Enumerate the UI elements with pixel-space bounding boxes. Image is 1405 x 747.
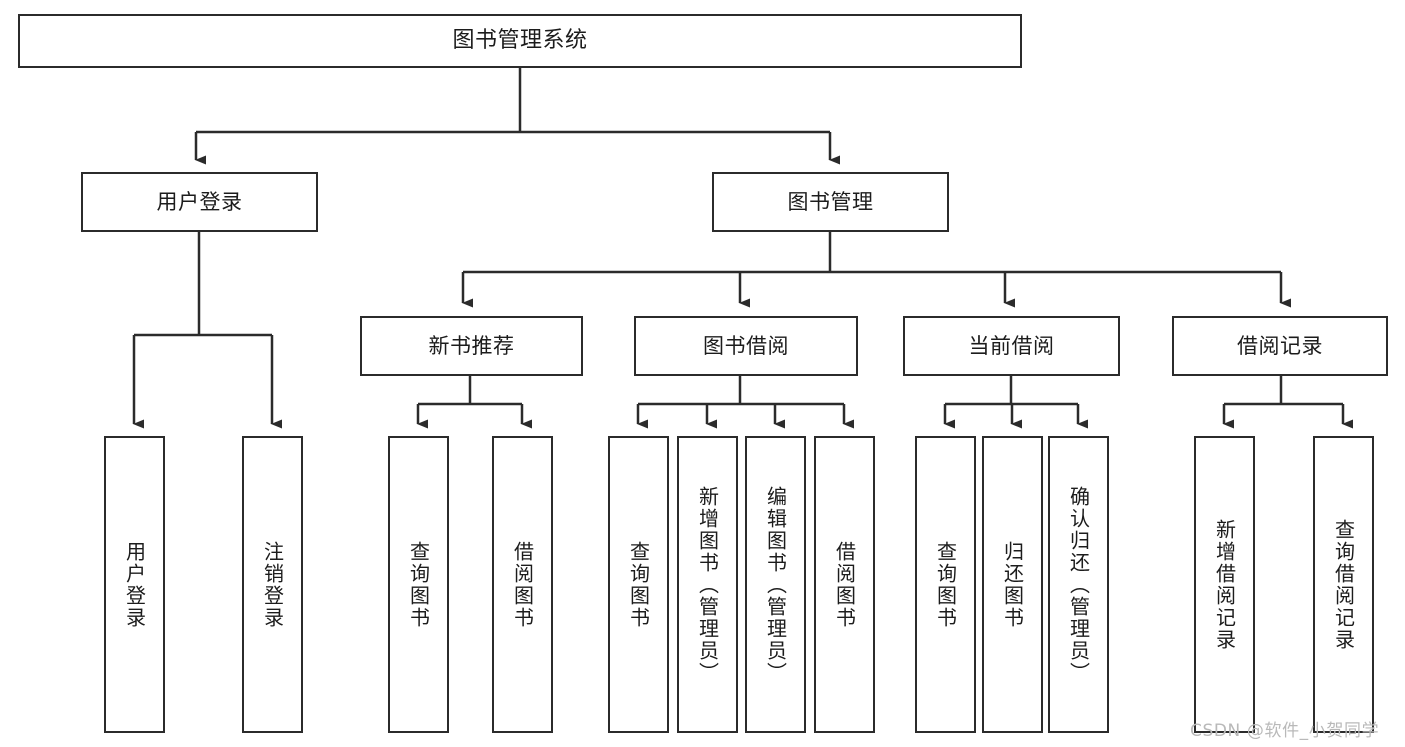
node-book-borrow[interactable]: 图书借阅 xyxy=(634,316,858,376)
node-label: 新增借阅记录 xyxy=(1212,518,1237,651)
node-label: 图书管理 xyxy=(787,189,874,214)
node-label: 确认归还（管理员） xyxy=(1066,485,1091,684)
node-label: 新书推荐 xyxy=(428,333,515,358)
node-root-system[interactable]: 图书管理系统 xyxy=(18,14,1022,68)
node-leaf-add-book-admin[interactable]: 新增图书（管理员） xyxy=(677,436,738,733)
node-label: 借阅图书 xyxy=(832,540,857,629)
node-label: 归还图书 xyxy=(1000,540,1025,629)
node-leaf-edit-book-admin[interactable]: 编辑图书（管理员） xyxy=(745,436,806,733)
node-label: 图书管理系统 xyxy=(452,28,588,54)
node-book-management[interactable]: 图书管理 xyxy=(712,172,949,232)
node-leaf-borrow-book-recommend[interactable]: 借阅图书 xyxy=(492,436,553,733)
node-label: 查询图书 xyxy=(406,540,431,629)
node-label: 当前借阅 xyxy=(968,333,1055,358)
node-new-book-recommend[interactable]: 新书推荐 xyxy=(360,316,583,376)
watermark-text: CSDN @软件_小贺同学 xyxy=(1190,721,1380,741)
node-leaf-return-book[interactable]: 归还图书 xyxy=(982,436,1043,733)
node-leaf-logout[interactable]: 注销登录 xyxy=(242,436,303,733)
node-leaf-borrow-book[interactable]: 借阅图书 xyxy=(814,436,875,733)
node-leaf-query-borrow-record[interactable]: 查询借阅记录 xyxy=(1313,436,1374,733)
node-user-login[interactable]: 用户登录 xyxy=(81,172,318,232)
node-leaf-add-borrow-record[interactable]: 新增借阅记录 xyxy=(1194,436,1255,733)
node-label: 图书借阅 xyxy=(703,333,789,358)
node-label: 新增图书（管理员） xyxy=(695,485,720,684)
node-leaf-query-book-current[interactable]: 查询图书 xyxy=(915,436,976,733)
node-label: 借阅记录 xyxy=(1237,333,1323,358)
node-borrow-record[interactable]: 借阅记录 xyxy=(1172,316,1388,376)
node-label: 查询图书 xyxy=(626,540,651,629)
node-leaf-confirm-return-admin[interactable]: 确认归还（管理员） xyxy=(1048,436,1109,733)
node-label: 用户登录 xyxy=(156,189,243,214)
node-label: 注销登录 xyxy=(260,540,285,629)
node-label: 借阅图书 xyxy=(510,540,535,629)
node-label: 编辑图书（管理员） xyxy=(763,485,788,684)
node-leaf-user-login[interactable]: 用户登录 xyxy=(104,436,165,733)
node-label: 查询借阅记录 xyxy=(1331,518,1356,651)
node-leaf-query-book-borrow[interactable]: 查询图书 xyxy=(608,436,669,733)
node-label: 用户登录 xyxy=(122,540,147,629)
node-leaf-query-book-recommend[interactable]: 查询图书 xyxy=(388,436,449,733)
node-current-borrow[interactable]: 当前借阅 xyxy=(903,316,1120,376)
node-label: 查询图书 xyxy=(933,540,958,629)
